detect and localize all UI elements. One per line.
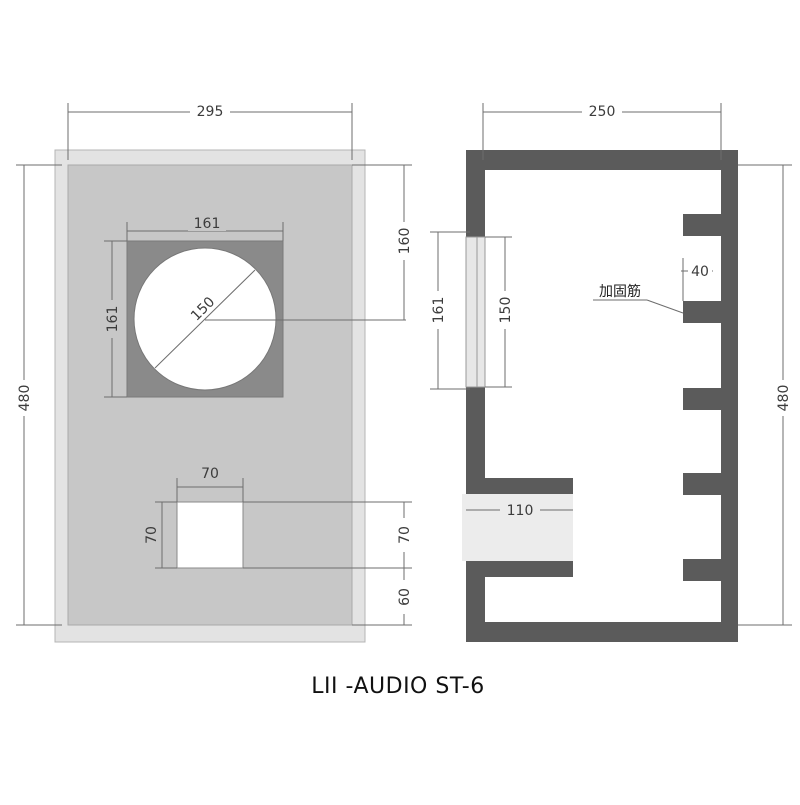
dim-cutout-height: 161 [100,240,127,398]
port-tube-top-wall [466,478,573,494]
brace-2 [683,301,721,323]
driver-mount-outer-label: 161 [431,297,447,324]
brace-label: 加固筋 [599,283,641,300]
drawing-title: LII -AUDIO ST-6 [311,674,484,699]
side-view: 250 480 161 150 [425,102,796,642]
port-tube-bottom-wall [466,561,573,577]
dim-side-depth: 250 [482,102,722,160]
brace-4 [683,473,721,495]
dim-cutout-width: 161 [126,215,284,241]
port-depth-label: 110 [507,503,534,519]
port-from-bottom-label: 60 [397,588,413,606]
dim-side-height: 480 [738,164,796,626]
side-depth-label: 250 [589,104,616,120]
woofer-diameter-line [154,269,256,369]
brace-callout: 加固筋 [593,283,684,314]
port-height-left-label: 70 [144,526,160,544]
dim-brace-spacing: 40 [681,258,713,301]
dim-port-width: 70 [176,464,244,502]
dim-front-width: 295 [67,102,353,160]
brace-5 [683,559,721,581]
dim-port-depth: 110 [466,502,573,520]
front-width-label: 295 [197,104,224,120]
driver-mount-inner-label: 150 [498,297,514,324]
cutout-width-label: 161 [194,216,221,232]
port-height-right-label: 70 [397,526,413,544]
port-width-label: 70 [201,466,219,482]
front-height-label: 480 [17,385,33,412]
dim-driver-mount-outer: 161 [425,231,470,390]
cutout-height-label: 161 [105,306,121,333]
cutout-from-top-label: 160 [397,228,413,255]
brace-1 [683,214,721,236]
dim-cutout-from-top: 160 [352,164,418,320]
brace-3 [683,388,721,410]
side-height-label: 480 [776,385,792,412]
port-hole [176,501,244,569]
dim-front-height: 480 [10,164,62,626]
driver-mount-recess [465,236,486,388]
dim-port-height-left: 70 [143,501,177,569]
dim-driver-mount-inner: 150 [485,236,518,388]
dim-port-right: 70 60 [243,501,418,626]
front-view: 150 295 480 161 [10,102,418,643]
brace-spacing-label: 40 [691,264,709,280]
